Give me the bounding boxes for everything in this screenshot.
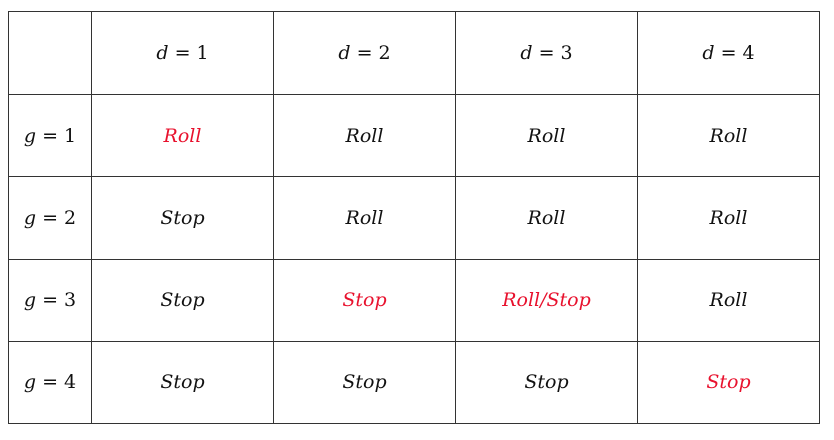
cell-g2-d4: Roll — [637, 176, 820, 260]
row-header-g4: g=4 — [8, 340, 92, 425]
column-header-d4: d=4 — [637, 10, 820, 96]
table-header-row: d=1 d=2 d=3 d=4 — [8, 10, 820, 96]
column-header-d3: d=3 — [455, 10, 638, 96]
cell-g4-d3: Stop — [455, 340, 638, 425]
cell-g4-d1: Stop — [91, 340, 274, 425]
cell-g1-d1: Roll — [91, 94, 274, 178]
table-row-g3: g=3 Stop Stop Roll/Stop Roll — [8, 258, 820, 342]
row-header-g1: g=1 — [8, 94, 92, 178]
table-row-g2: g=2 Stop Roll Roll Roll — [8, 176, 820, 260]
cell-g1-d3: Roll — [455, 94, 638, 178]
cell-g2-d2: Roll — [273, 176, 456, 260]
cell-g3-d4: Roll — [637, 258, 820, 342]
table-row-g4: g=4 Stop Stop Stop Stop — [8, 340, 820, 425]
cell-g3-d3: Roll/Stop — [455, 258, 638, 342]
cell-g2-d3: Roll — [455, 176, 638, 260]
cell-g4-d4: Stop — [637, 340, 820, 425]
row-header-g3: g=3 — [8, 258, 92, 342]
corner-cell — [8, 10, 92, 96]
column-header-d2: d=2 — [273, 10, 456, 96]
decision-table: d=1 d=2 d=3 d=4 g=1 Roll Roll Roll Roll … — [8, 10, 820, 425]
cell-g3-d2: Stop — [273, 258, 456, 342]
cell-g1-d2: Roll — [273, 94, 456, 178]
table-row-g1: g=1 Roll Roll Roll Roll — [8, 94, 820, 178]
column-header-d1: d=1 — [91, 10, 274, 96]
cell-g4-d2: Stop — [273, 340, 456, 425]
cell-g3-d1: Stop — [91, 258, 274, 342]
cell-g1-d4: Roll — [637, 94, 820, 178]
row-header-g2: g=2 — [8, 176, 92, 260]
cell-g2-d1: Stop — [91, 176, 274, 260]
